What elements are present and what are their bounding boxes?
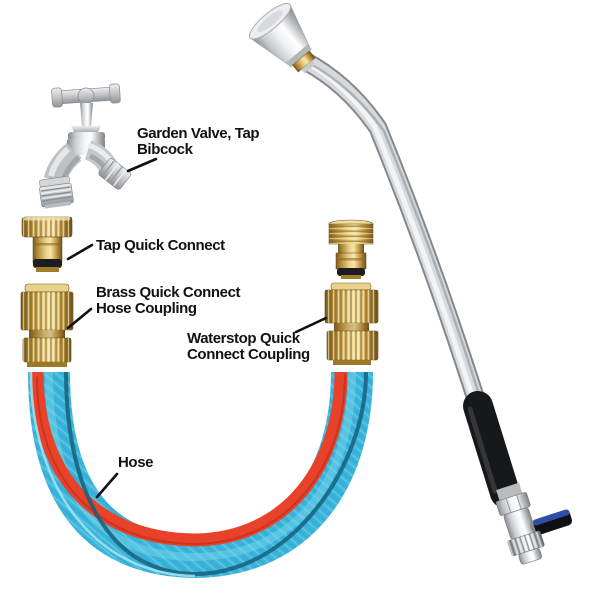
label-line: Bibcock [137, 141, 193, 158]
leader-line-tap-bibcock [126, 157, 158, 173]
label-hose: Hose [118, 455, 153, 471]
waterstop-coupling-image [324, 282, 379, 365]
label-waterstop-quick-connect-coupling: Waterstop Quick Connect Coupling [187, 331, 310, 363]
wand-foam-grip [463, 391, 520, 508]
label-line: Hose [118, 454, 154, 471]
label-line: Brass Quick Connect [96, 284, 241, 301]
leader-line-tap-quick-connect [66, 243, 94, 261]
spray-wand-image [249, 2, 573, 565]
label-brass-quick-connect-hose-coupling: Brass Quick Connect Hose Coupling [96, 284, 241, 317]
tap-bibcock-image [39, 83, 131, 209]
hose-image [28, 371, 373, 579]
label-tap-quick-connect: Tap Quick Connect [96, 238, 225, 254]
label-line: Garden Valve, Tap [137, 125, 260, 142]
wand-spray-head [249, 2, 316, 74]
label-line: Connect Coupling [187, 346, 310, 363]
label-line: Tap Quick Connect [96, 237, 225, 254]
waterstop-adapter-image [328, 219, 374, 279]
leader-line-brass-coupling [66, 307, 93, 330]
wand-shutoff-valve [495, 482, 573, 565]
leader-line-waterstop [294, 316, 328, 334]
label-garden-valve-tap-bibcock: Garden Valve, Tap Bibcock [137, 125, 260, 158]
leader-line-hose [95, 472, 119, 499]
brass-coupling-image [20, 283, 74, 367]
label-line: Hose Coupling [96, 300, 197, 317]
tap-quick-connect-image [21, 216, 73, 272]
label-line: Waterstop Quick [187, 330, 300, 347]
